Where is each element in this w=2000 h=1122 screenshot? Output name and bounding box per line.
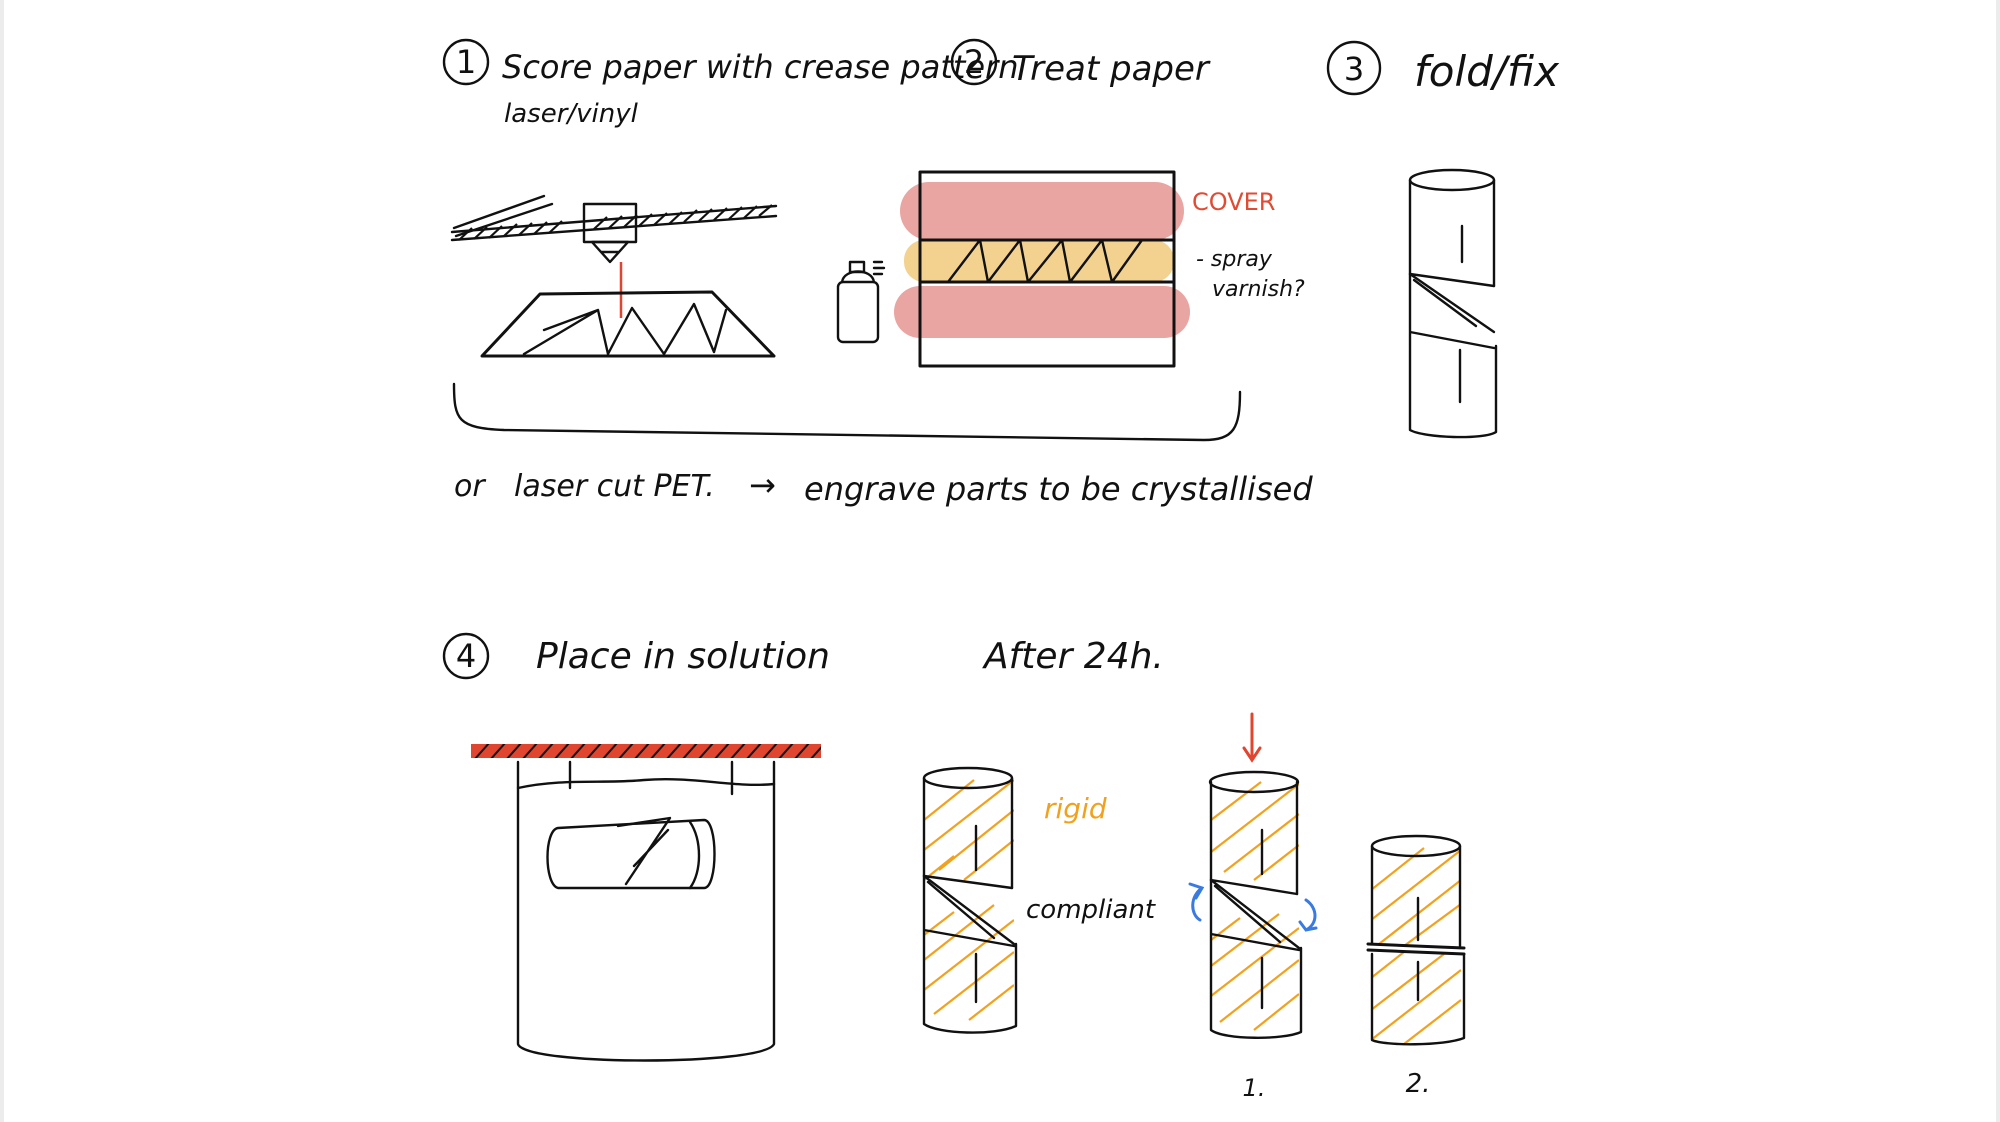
step-2-heading: 2 Treat paper — [950, 38, 1211, 89]
step-4-number: 4 — [456, 637, 476, 675]
step-2-circle — [950, 38, 998, 86]
step-3-title: fold/fix — [1414, 47, 1560, 96]
step-1-subtitle: laser/vinyl — [504, 99, 639, 129]
treatment-diagram — [894, 170, 1190, 368]
step-4-heading: 4 Place in solution — [442, 632, 830, 680]
step-1-number: 1 — [456, 43, 476, 81]
step-1-circle — [442, 38, 490, 86]
folded-tube-icon — [1408, 168, 1498, 439]
alt-method: laser cut PET. — [514, 469, 715, 504]
spray-can-icon — [836, 260, 886, 344]
varnish-band — [904, 240, 1174, 282]
step-3-heading: 3 fold/fix — [1326, 40, 1560, 96]
paper-frame — [918, 170, 1176, 368]
cover-label: COVER — [1192, 188, 1275, 216]
varnish-label: varnish? — [1212, 277, 1305, 302]
step-2-title: Treat paper — [1012, 49, 1211, 89]
step-4-title: Place in solution — [536, 636, 830, 677]
step-4-circle — [442, 632, 490, 680]
cover-bottom — [894, 286, 1190, 338]
laser-cutter-icon — [450, 194, 778, 358]
process-sketch: 1 Score paper with crease pattern laser/… — [442, 38, 1560, 1102]
step-2-number: 2 — [964, 43, 984, 81]
press-arrow-icon — [1242, 712, 1262, 763]
beaker-icon — [471, 744, 821, 1062]
alternative-note: or laser cut PET. → engrave parts to be … — [454, 466, 1313, 508]
step-1-heading: 1 Score paper with crease pattern laser/… — [442, 38, 1019, 129]
rigid-label: rigid — [1044, 792, 1107, 825]
cover-top — [900, 182, 1184, 240]
variant-label-1: 1. — [1243, 1074, 1266, 1102]
tube-variant-1 — [1208, 770, 1303, 1039]
after-label: After 24h. — [982, 636, 1164, 677]
variant-label-2: 2. — [1406, 1069, 1431, 1099]
twist-arrow-icon — [1188, 882, 1318, 932]
step-3-circle — [1326, 40, 1382, 96]
alt-result: engrave parts to be crystallised — [804, 470, 1313, 508]
tube-variant-2 — [1366, 834, 1466, 1046]
alt-arrow: → — [749, 466, 776, 504]
grouping-brace — [452, 382, 1242, 442]
step-1-title: Score paper with crease pattern — [502, 48, 1019, 86]
alt-prefix: or — [454, 469, 486, 504]
spray-label: - spray — [1196, 247, 1273, 272]
sketch-sheet: 1 Score paper with crease pattern laser/… — [4, 0, 1996, 1122]
tube-rigid-compliant — [922, 766, 1018, 1034]
compliant-label: compliant — [1026, 895, 1156, 925]
step-3-number: 3 — [1344, 50, 1364, 88]
